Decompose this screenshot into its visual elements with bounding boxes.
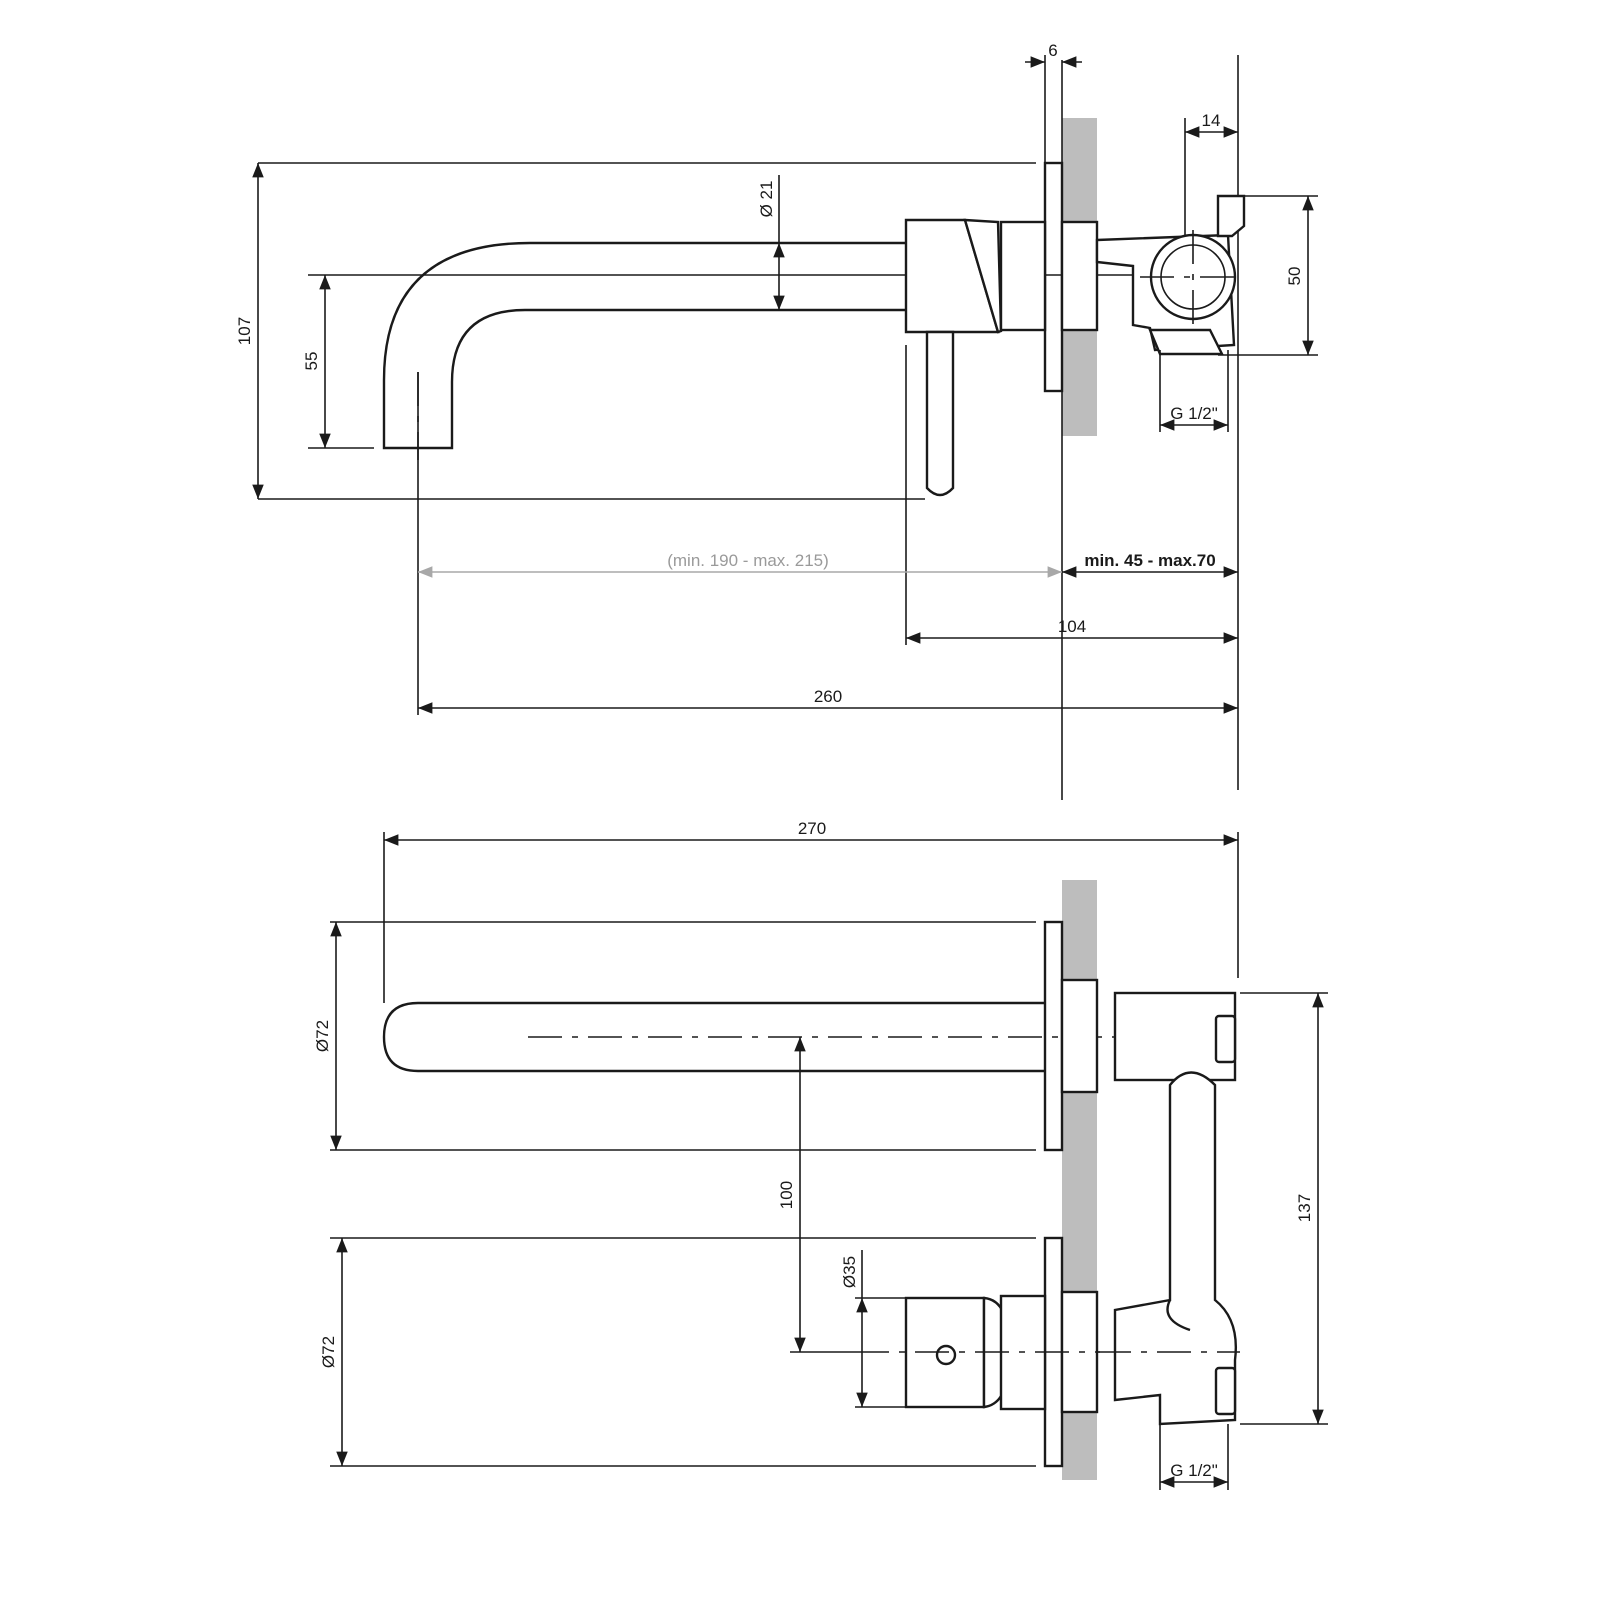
dim-handle-offset: 104 bbox=[1058, 617, 1086, 636]
dim-pipe-diameter: Ø 21 bbox=[757, 181, 776, 218]
outlet-nut-upper bbox=[1214, 1014, 1237, 1064]
dim-box-height-top: 50 bbox=[1285, 267, 1304, 286]
dim-box-height-bottom: 137 bbox=[1295, 1194, 1314, 1222]
bottom-view: 270 Ø72 Ø72 100 Ø35 137 G 1/2" bbox=[313, 819, 1328, 1490]
top-view: 6 14 107 55 Ø 21 50 G 1/2" (min. 190 - m… bbox=[235, 41, 1318, 800]
dim-install-range: (min. 190 - max. 215) bbox=[667, 551, 829, 570]
dim-handle-diameter: Ø35 bbox=[840, 1256, 859, 1288]
dim-box-depth: 14 bbox=[1202, 111, 1221, 130]
spout-outline bbox=[382, 241, 906, 450]
dim-thread-bottom: G 1/2" bbox=[1170, 1461, 1218, 1480]
dim-height-total: 107 bbox=[235, 317, 254, 345]
dim-wall-depth: min. 45 - max.70 bbox=[1084, 551, 1215, 570]
set-screw bbox=[935, 1344, 957, 1366]
outlet-nut-lower bbox=[1214, 1366, 1237, 1416]
mixer-collar-top bbox=[999, 220, 1047, 332]
dim-rosette-upper: Ø72 bbox=[313, 1020, 332, 1052]
dim-rosette-lower: Ø72 bbox=[319, 1336, 338, 1368]
wall-sleeve-upper bbox=[1060, 978, 1099, 1094]
rosette-upper bbox=[1043, 920, 1064, 1152]
concealed-riser bbox=[1113, 1071, 1237, 1426]
dim-spout-drop: 55 bbox=[302, 352, 321, 371]
lever-handle bbox=[925, 330, 955, 497]
rosette-plate-top bbox=[1043, 161, 1064, 393]
dim-wall-plate: 6 bbox=[1048, 41, 1057, 60]
dim-length-top: 260 bbox=[814, 687, 842, 706]
dim-thread-top: G 1/2" bbox=[1170, 404, 1218, 423]
dim-axis-distance: 100 bbox=[777, 1181, 796, 1209]
spout-plan bbox=[382, 1001, 1045, 1073]
dim-length-bottom: 270 bbox=[798, 819, 826, 838]
wall-sleeve-top bbox=[1060, 220, 1099, 332]
